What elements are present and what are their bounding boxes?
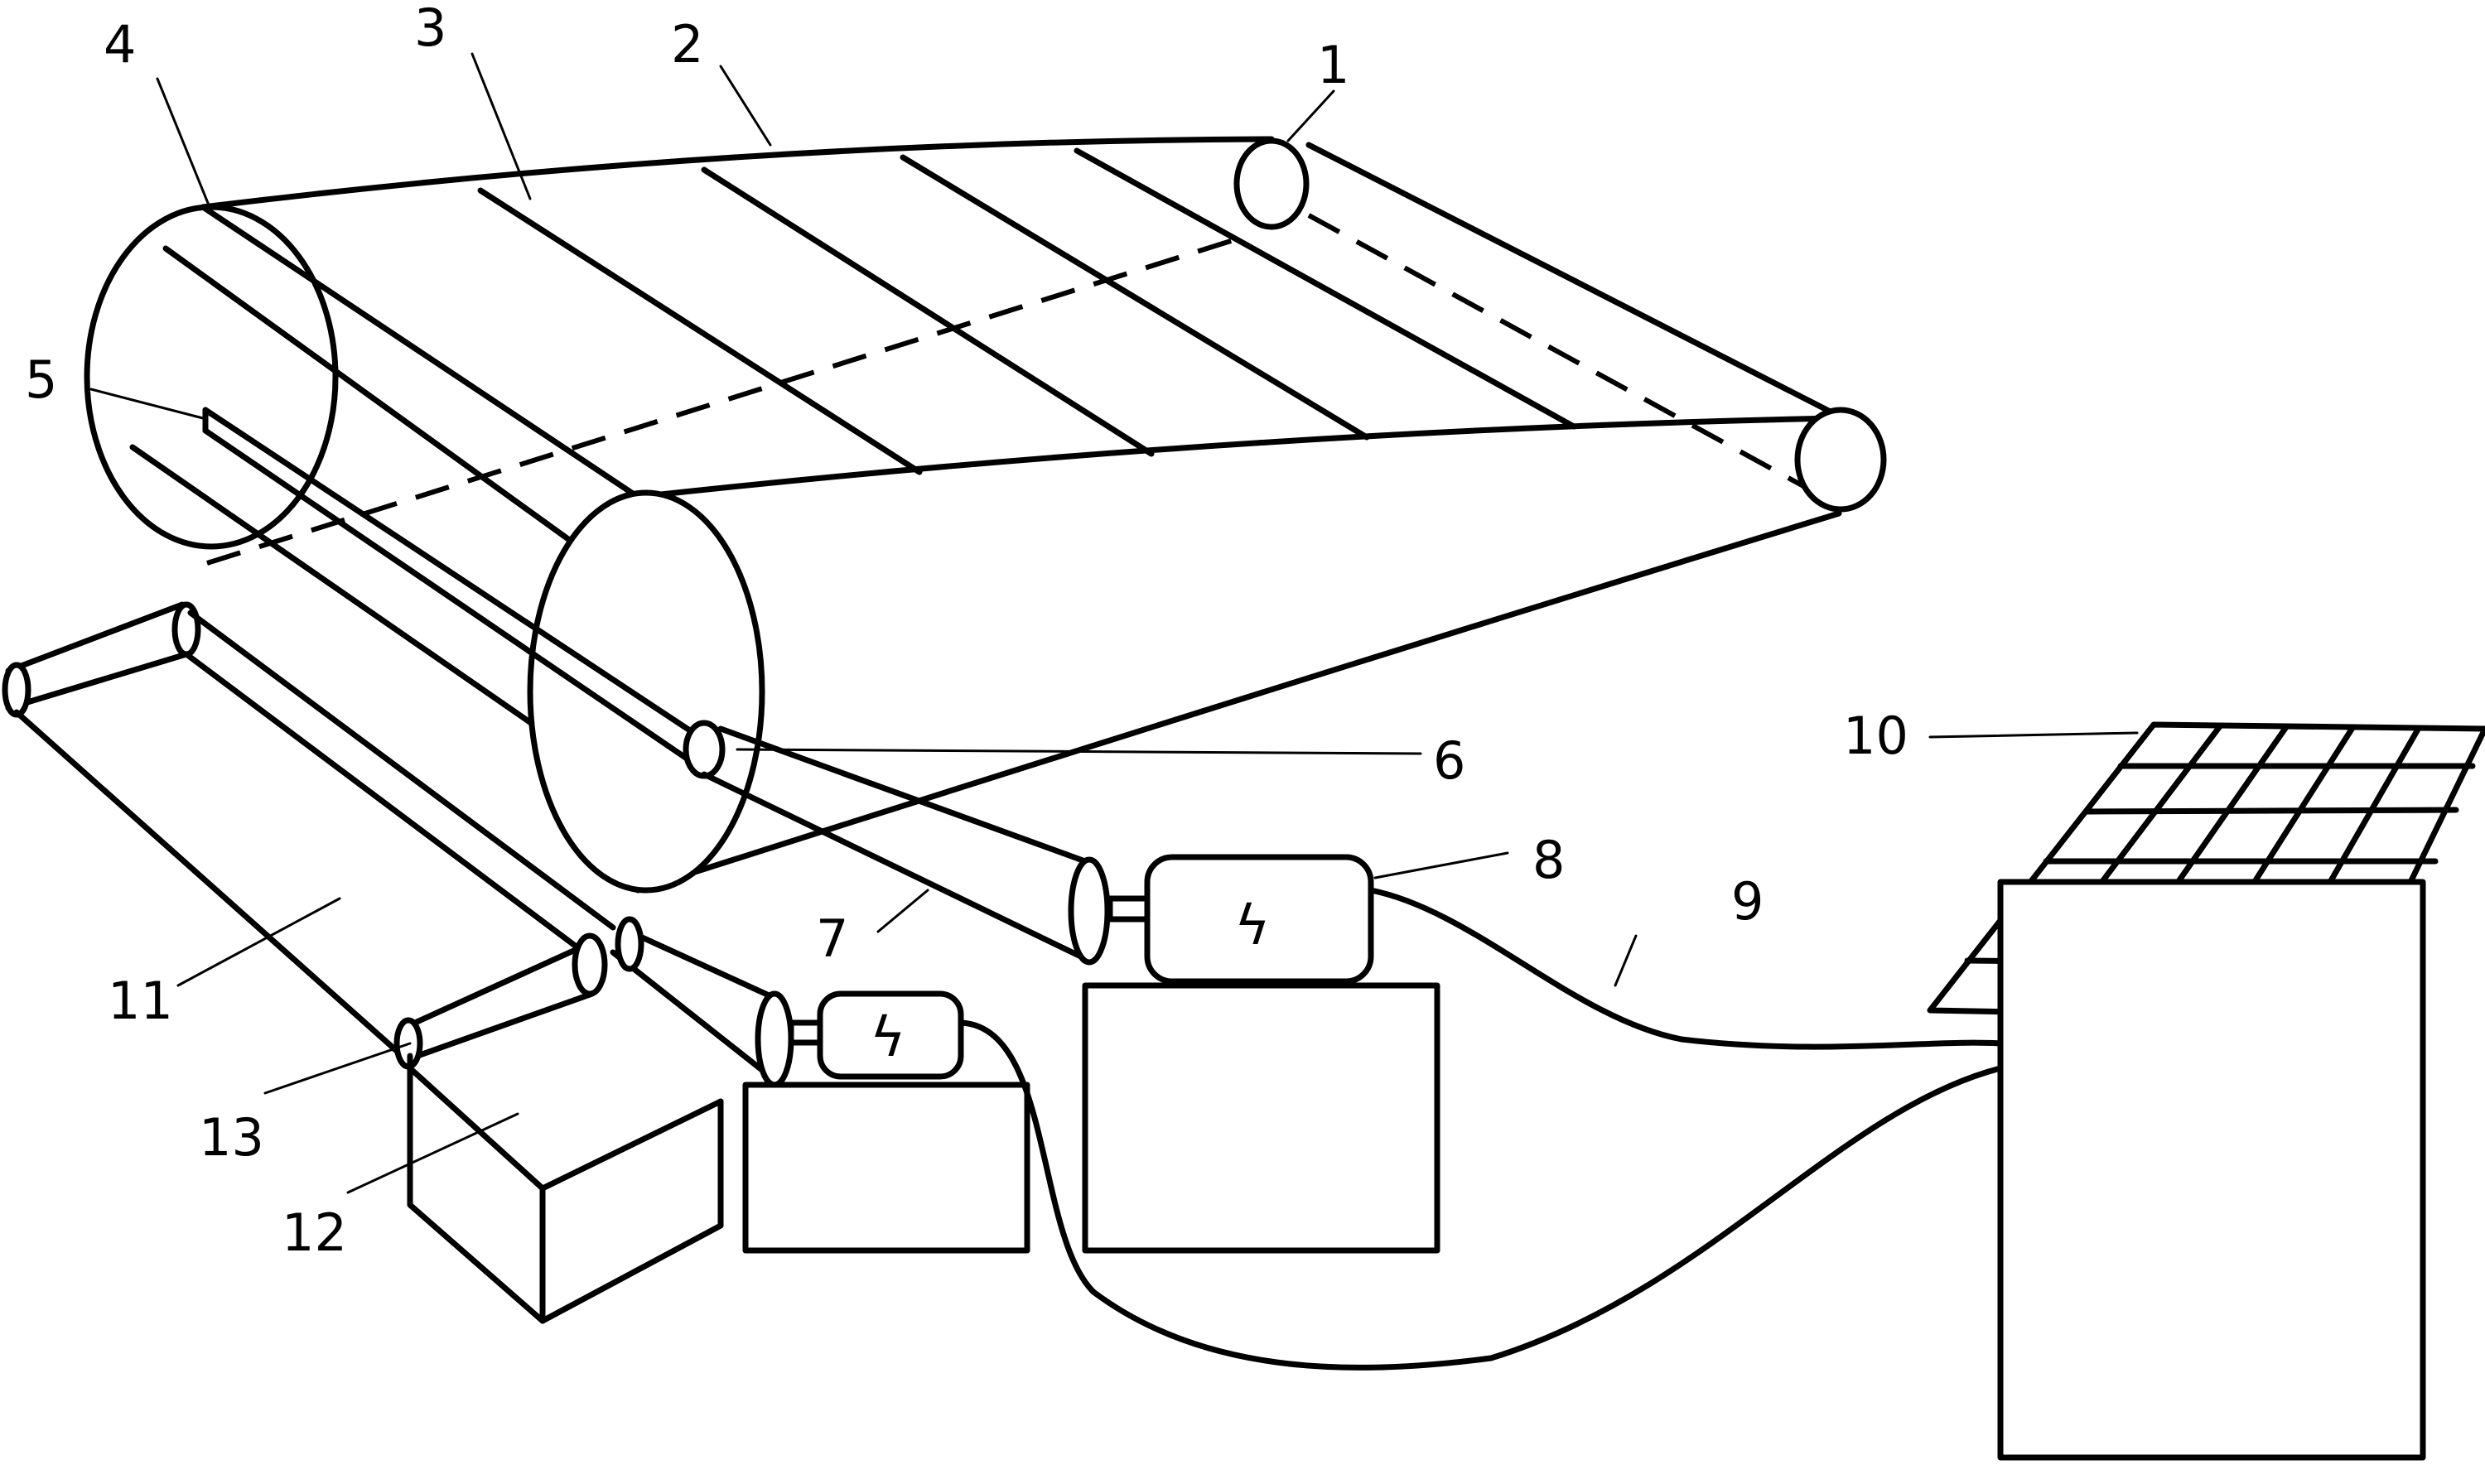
front-drum: [527, 489, 765, 894]
label-9: 9: [1731, 871, 1764, 932]
hidden-belt-lines: [206, 213, 1832, 566]
cables: [958, 887, 2004, 1371]
pipe-13: [393, 916, 644, 1070]
label-4: 4: [104, 14, 136, 75]
drive-belt-upper: [701, 725, 1111, 966]
label-10: 10: [1843, 706, 1908, 766]
lightning-icon: ϟ: [870, 1005, 906, 1069]
top-roller: [1233, 137, 1310, 230]
part-labels: 4 3 2 1 5 6 7 8 9 10 11 13 12: [25, 0, 1908, 1263]
label-2: 2: [671, 14, 703, 75]
drive-shaft: [202, 407, 716, 765]
label-11: 11: [108, 971, 173, 1031]
rear-drum: [84, 204, 339, 550]
label-5: 5: [25, 349, 57, 410]
label-6: 6: [1433, 730, 1465, 791]
leader-lines: [89, 52, 2139, 1194]
label-12: 12: [282, 1202, 347, 1263]
control-box: [1997, 879, 2426, 1461]
conveyor-belt: [129, 136, 1855, 894]
generator-lower: ϟ: [742, 990, 1030, 1254]
label-7: 7: [816, 908, 848, 969]
label-13: 13: [199, 1107, 264, 1168]
trough-11: [2, 601, 616, 1055]
box-12: [407, 1053, 724, 1324]
label-1: 1: [1317, 35, 1349, 95]
drive-belt-lower: [610, 928, 794, 1088]
label-3: 3: [414, 0, 446, 58]
generator-8: ϟ: [1082, 854, 1440, 1254]
lightning-icon: ϟ: [1234, 894, 1271, 957]
drive-pulley: [683, 720, 726, 779]
tail-roller: [1794, 407, 1887, 513]
label-8: 8: [1532, 830, 1565, 890]
